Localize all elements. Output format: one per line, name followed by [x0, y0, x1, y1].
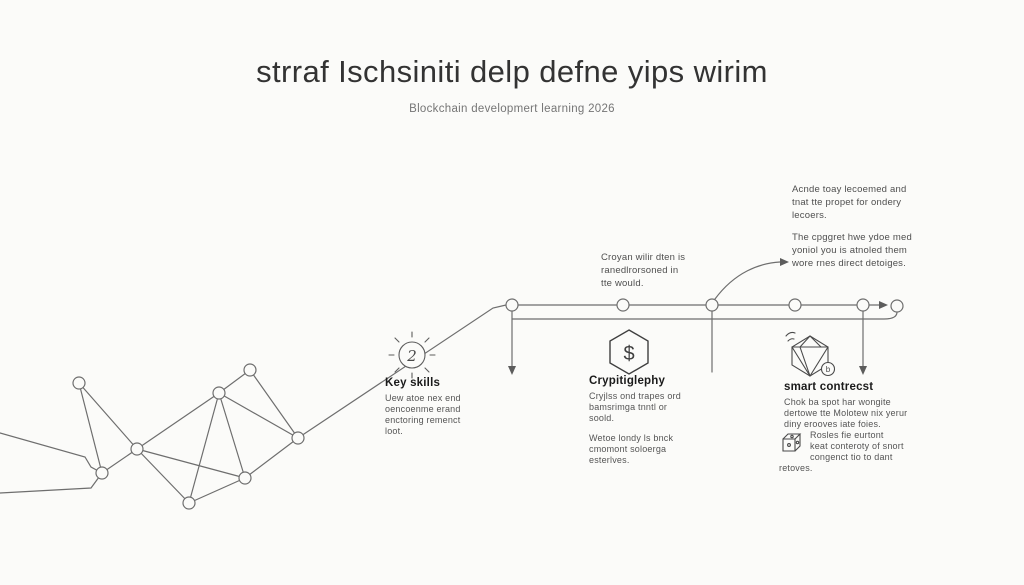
key-skills-body: Uew atoe nex end oencoenme erand enctori…	[385, 393, 461, 436]
timeline-node	[705, 298, 719, 312]
timeline	[511, 261, 898, 373]
down-arrowhead-icon	[508, 366, 516, 375]
cube-icon	[779, 430, 810, 457]
page-title: strraf Ischsiniti delp defne yips wirim	[256, 54, 768, 89]
cryptography-body-1: Cryjlss ond trapes ord bamsrimga tnntl o…	[589, 391, 681, 423]
timeline-end-node	[890, 299, 904, 313]
note-arrowhead-icon	[780, 258, 789, 266]
dollar-hexagon-icon: $	[609, 329, 649, 375]
network-node	[238, 471, 252, 485]
arrowheads	[508, 258, 888, 375]
timeline-node	[616, 298, 630, 312]
gem-badge-glyph: b	[826, 365, 831, 374]
gem-icon: b	[785, 331, 836, 377]
network-node	[95, 466, 109, 480]
smart-contract-subnote: Rosles fie eurtont keat conteroty of sno…	[779, 430, 917, 474]
section-smart-contract: smart contrecst Chok ba spot har wongite…	[784, 381, 914, 430]
note-top-right-1: Acnde toay lecoemed and tnat tte propet …	[792, 184, 907, 221]
right-arrowhead-icon	[879, 301, 888, 309]
cryptography-body-2: Wetoe londy ls bnck cmomont soloerga est…	[589, 433, 674, 465]
network-graph	[0, 304, 507, 504]
network-node	[291, 431, 305, 445]
timeline-node	[505, 298, 519, 312]
section-key-skills: Key skills Uew atoe nex end oencoenme er…	[385, 377, 480, 437]
network-node	[212, 386, 226, 400]
network-nodes	[72, 363, 305, 510]
cryptography-title: Crypitiglephy	[589, 375, 666, 387]
page-subtitle: Blockchain developmert learning 2026	[409, 103, 615, 115]
timeline-node	[856, 298, 870, 312]
timeline-nodes	[505, 298, 904, 313]
network-node	[182, 496, 196, 510]
note-timeline: Croyan wilir dten is ranedlrorsoned in t…	[601, 252, 686, 289]
smart-contract-body: Chok ba spot har wongite dertowe tte Mol…	[784, 397, 908, 429]
idea-icon-glyph: 2	[406, 347, 417, 365]
section-cryptography: Crypitiglephy Cryjlss ond trapes ord bam…	[589, 375, 704, 466]
down-arrowhead-icon	[859, 366, 867, 375]
idea-sun-icon: 2	[388, 331, 436, 379]
gem-sparkle	[787, 338, 795, 342]
timeline-node	[788, 298, 802, 312]
key-skills-title: Key skills	[385, 377, 441, 389]
gem-sparkle	[785, 331, 796, 337]
note-top-right-2: The cpggret hwe ydoe med yoniol you is a…	[792, 232, 912, 269]
curved-arrow-to-note	[714, 261, 781, 300]
dollar-icon-glyph: $	[623, 343, 634, 365]
network-node	[243, 363, 257, 377]
smart-contract-subnote-text: Rosles fie eurtont keat conteroty of sno…	[779, 430, 904, 473]
smart-contract-title: smart contrecst	[784, 381, 874, 393]
network-node	[72, 376, 86, 390]
network-node	[130, 442, 144, 456]
